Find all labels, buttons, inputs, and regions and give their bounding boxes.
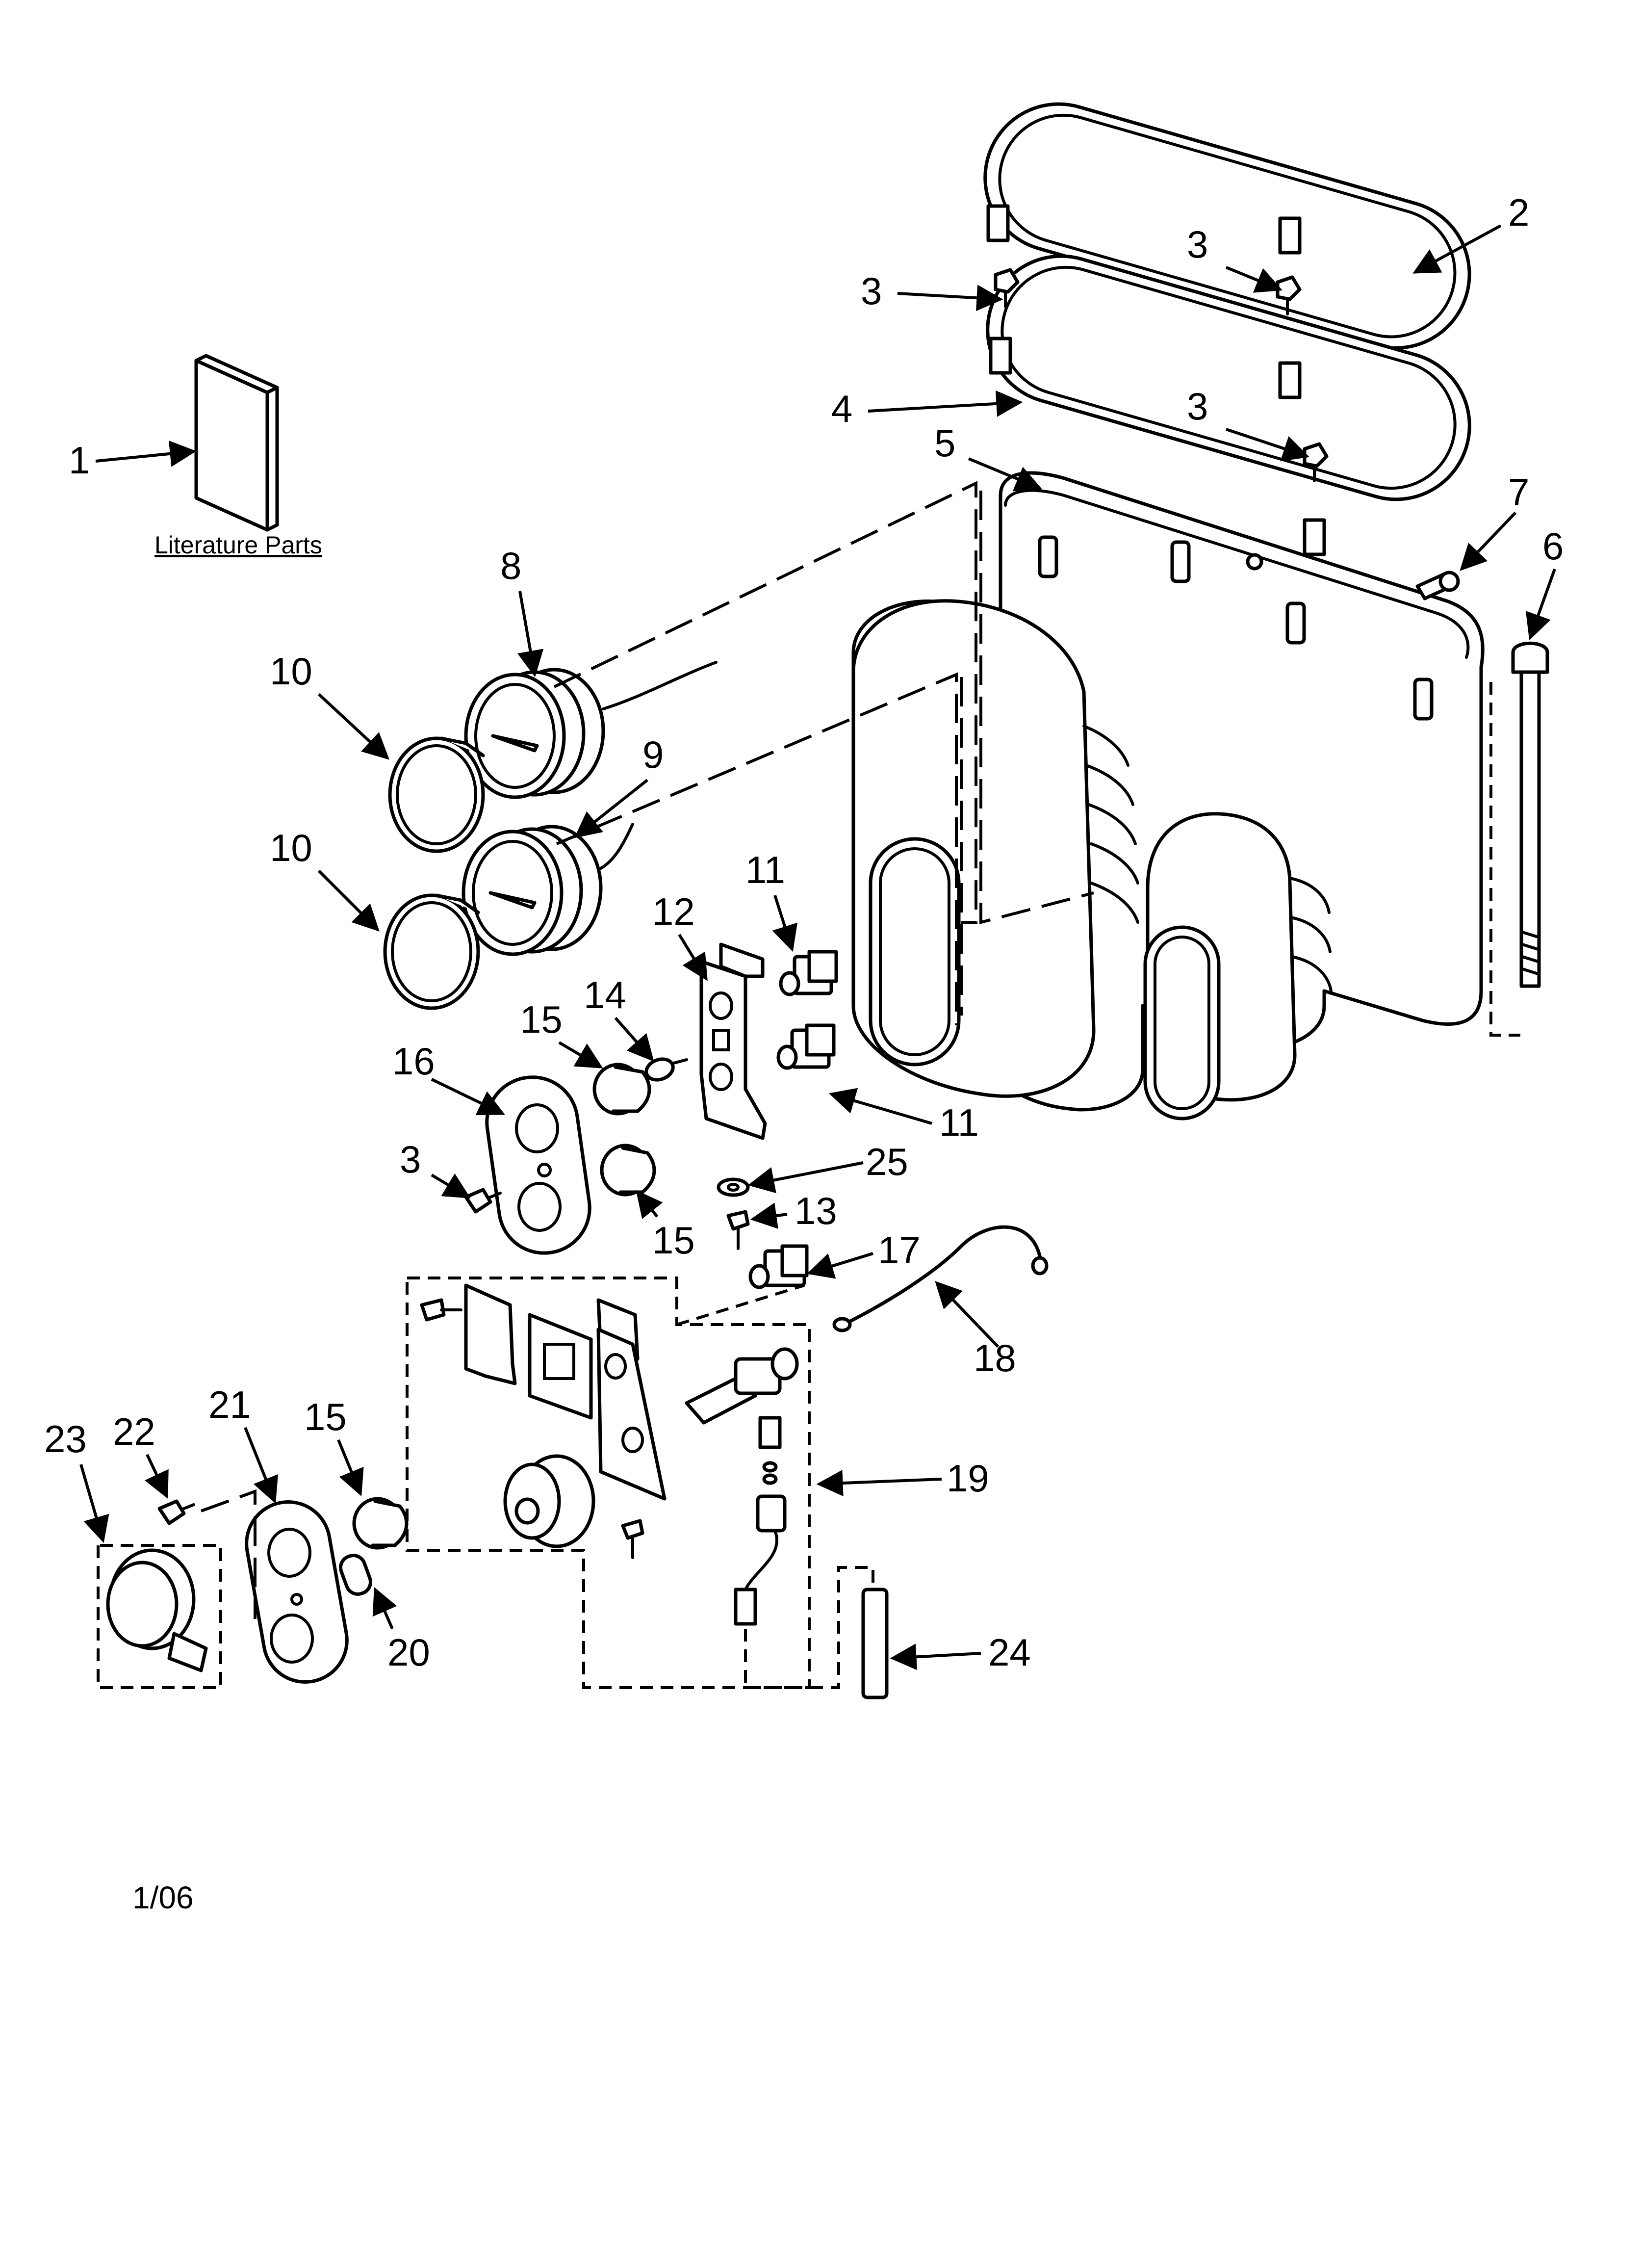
faceplate-screw — [464, 1188, 502, 1214]
rocker-switch-upper — [779, 950, 838, 996]
switch-bracket — [699, 942, 767, 1140]
indicator-bulb — [644, 1057, 688, 1082]
knob-cap — [352, 1497, 409, 1550]
literature-parts-caption: Literature Parts — [154, 531, 322, 559]
gauge-alignment-line-lower — [556, 672, 958, 1025]
rocker-switch-lower — [776, 1023, 836, 1070]
callout-3-faceplate: 3 — [400, 1138, 421, 1181]
control-knob — [97, 1489, 257, 1689]
callout-13: 13 — [795, 1189, 837, 1232]
callout-23: 23 — [44, 1417, 87, 1460]
bezel-upper — [388, 736, 485, 853]
callout-22: 22 — [113, 1410, 155, 1453]
callout-14: 14 — [584, 973, 626, 1017]
literature-parts-booklet: Literature Parts — [154, 354, 322, 559]
callout-2: 2 — [1508, 191, 1529, 234]
callout-11-upper: 11 — [745, 848, 785, 891]
knob-screw — [157, 1499, 195, 1525]
callout-15-upper: 15 — [520, 998, 563, 1041]
callout-15-middle: 15 — [652, 1219, 695, 1262]
kit-screw-bottom — [621, 1519, 644, 1559]
side-screw — [1415, 571, 1460, 600]
callouts: 1 2 3 3 3 3 4 5 6 7 8 9 10 10 11 11 12 — [44, 191, 1564, 1674]
callout-4: 4 — [831, 387, 852, 430]
callout-15-lower: 15 — [304, 1395, 347, 1438]
callout-21: 21 — [208, 1383, 251, 1426]
knob-shaft — [339, 1554, 372, 1596]
gauge-upper — [464, 661, 718, 799]
callout-7: 7 — [1508, 470, 1529, 514]
valve-knob-base — [503, 1454, 595, 1548]
front-faceplate — [485, 1075, 591, 1255]
callout-3-right-lower: 3 — [1187, 385, 1208, 428]
thermocouple-probe — [744, 1566, 889, 1699]
kit-screw-top — [420, 1298, 462, 1322]
callout-5: 5 — [934, 421, 955, 465]
lower-gasket-ring — [986, 254, 1471, 556]
bezel-lower — [383, 893, 480, 1010]
callout-24: 24 — [988, 1631, 1031, 1674]
valve-kit-bracket — [464, 1283, 667, 1501]
ring-screw-upper — [1276, 275, 1302, 315]
gauge-lower — [462, 823, 634, 956]
washer — [717, 1177, 750, 1197]
callout-20: 20 — [387, 1631, 430, 1674]
callout-8: 8 — [500, 544, 521, 587]
callout-9: 9 — [642, 733, 664, 776]
callout-11-lower: 11 — [939, 1101, 979, 1144]
callout-6: 6 — [1542, 524, 1564, 568]
gauge-alignment-line-upper — [553, 481, 977, 924]
callout-10-upper: 10 — [270, 650, 312, 693]
tank-liner — [851, 471, 1485, 1121]
knob-faceplate — [245, 1500, 349, 1684]
callout-3-right-upper: 3 — [1187, 223, 1208, 266]
wire-harness — [832, 1225, 1049, 1332]
callout-16: 16 — [392, 1040, 435, 1083]
knob-cap-lower — [600, 1144, 656, 1197]
revision-date: 1/06 — [132, 1880, 194, 1915]
long-bolt — [1489, 641, 1549, 1037]
callout-3-top: 3 — [861, 269, 882, 313]
callout-19: 19 — [947, 1457, 989, 1500]
callout-17: 17 — [878, 1228, 921, 1272]
callout-10-lower: 10 — [270, 826, 312, 869]
callout-25: 25 — [866, 1140, 908, 1183]
valve-kit-boundary — [406, 1277, 811, 1689]
bracket-screw — [726, 1210, 750, 1250]
callout-12: 12 — [652, 890, 695, 933]
callout-1: 1 — [69, 439, 90, 482]
gas-valve — [685, 1347, 799, 1626]
lower-switch — [748, 1244, 809, 1289]
knob-cap-upper — [592, 1063, 651, 1116]
